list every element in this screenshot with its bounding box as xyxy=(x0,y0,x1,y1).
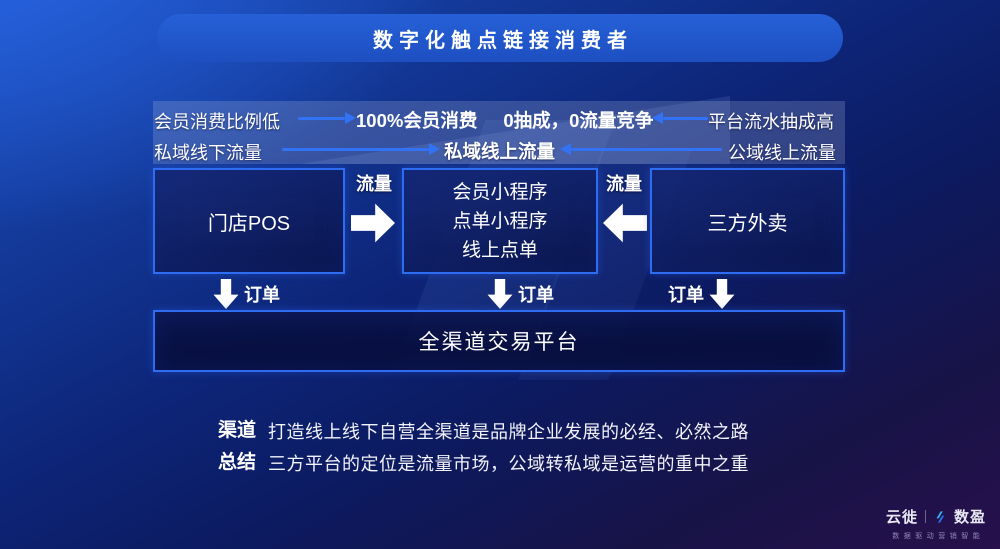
row1-left-label: 会员消费比例低 xyxy=(154,112,280,132)
order-label: 订单 xyxy=(518,285,554,305)
row1-center-b: 0抽成，0流量竞争 xyxy=(503,110,654,131)
arrow-shaft xyxy=(298,116,345,120)
miniprogram-line: 线上点单 xyxy=(461,239,538,261)
arrow-shaft xyxy=(571,147,722,151)
block-arrow-left-icon xyxy=(603,203,647,243)
arrow-shaft xyxy=(282,147,429,151)
row2-left-label: 私域线下流量 xyxy=(154,143,262,163)
block-arrow-down-icon xyxy=(709,279,735,309)
order-label: 订单 xyxy=(668,285,704,305)
miniprogram-box: 会员小程序 点单小程序 线上点单 xyxy=(402,168,598,274)
arrow-head xyxy=(652,112,663,124)
summary-label: 渠道 总结 xyxy=(218,415,256,479)
order-label: 订单 xyxy=(244,285,280,305)
order-flow-right: 订单 xyxy=(668,279,735,309)
summary-line-1: 打造线上线下自营全渠道是品牌企业发展的必经、必然之路 xyxy=(268,422,749,442)
miniprogram-line: 会员小程序 xyxy=(452,181,548,203)
shuying-logo-icon xyxy=(933,510,947,524)
arrow-right-icon xyxy=(298,111,356,125)
arrow-head xyxy=(345,112,356,124)
omnichannel-platform-box: 全渠道交易平台 xyxy=(153,310,845,372)
brand-name-left: 云徙 xyxy=(885,509,918,526)
page-title: 数字化触点链接消费者 xyxy=(157,14,843,62)
block-arrow-down-icon xyxy=(487,279,513,309)
brand-logo-row: 云徙 数盈 xyxy=(886,506,986,527)
row1-center-a: 100%会员消费 xyxy=(356,110,478,131)
arrow-left-icon xyxy=(652,111,708,125)
traffic-label-left: 流量 xyxy=(356,174,392,194)
logo-divider xyxy=(924,510,926,523)
row1-right-label: 平台流水抽成高 xyxy=(708,112,834,132)
arrow-head xyxy=(560,143,571,155)
summary-line-2: 三方平台的定位是流量市场，公域转私域是运营的重中之重 xyxy=(268,454,749,474)
summary-text: 打造线上线下自营全渠道是品牌企业发展的必经、必然之路 三方平台的定位是流量市场，… xyxy=(268,416,749,480)
order-flow-center: 订单 xyxy=(487,279,554,309)
row1-center-label: 100%会员消费 0抽成，0流量竞争 xyxy=(356,107,653,133)
arrow-shaft xyxy=(663,116,708,120)
brand-tagline: 数据驱动营销智能 xyxy=(892,533,985,540)
order-flow-left: 订单 xyxy=(213,279,280,309)
third-party-delivery-box: 三方外卖 xyxy=(650,168,845,274)
miniprogram-line: 点单小程序 xyxy=(452,210,548,232)
arrow-left-icon xyxy=(560,142,722,156)
block-arrow-right-icon xyxy=(351,203,395,243)
summary-label-top: 渠道 xyxy=(218,420,257,441)
block-arrow-down-icon xyxy=(213,279,239,309)
flow-band xyxy=(153,101,845,164)
row2-center-label: 私域线上流量 xyxy=(444,141,556,162)
arrow-head xyxy=(429,143,440,155)
row2-right-label: 公域线上流量 xyxy=(728,143,836,163)
brand-name-right: 数盈 xyxy=(953,509,986,526)
brand-logo: 云徙 数盈 数据驱动营销智能 xyxy=(886,506,986,541)
store-pos-box: 门店POS xyxy=(153,168,345,274)
arrow-right-icon xyxy=(282,142,440,156)
traffic-label-right: 流量 xyxy=(606,174,642,194)
summary-label-bottom: 总结 xyxy=(218,452,257,473)
